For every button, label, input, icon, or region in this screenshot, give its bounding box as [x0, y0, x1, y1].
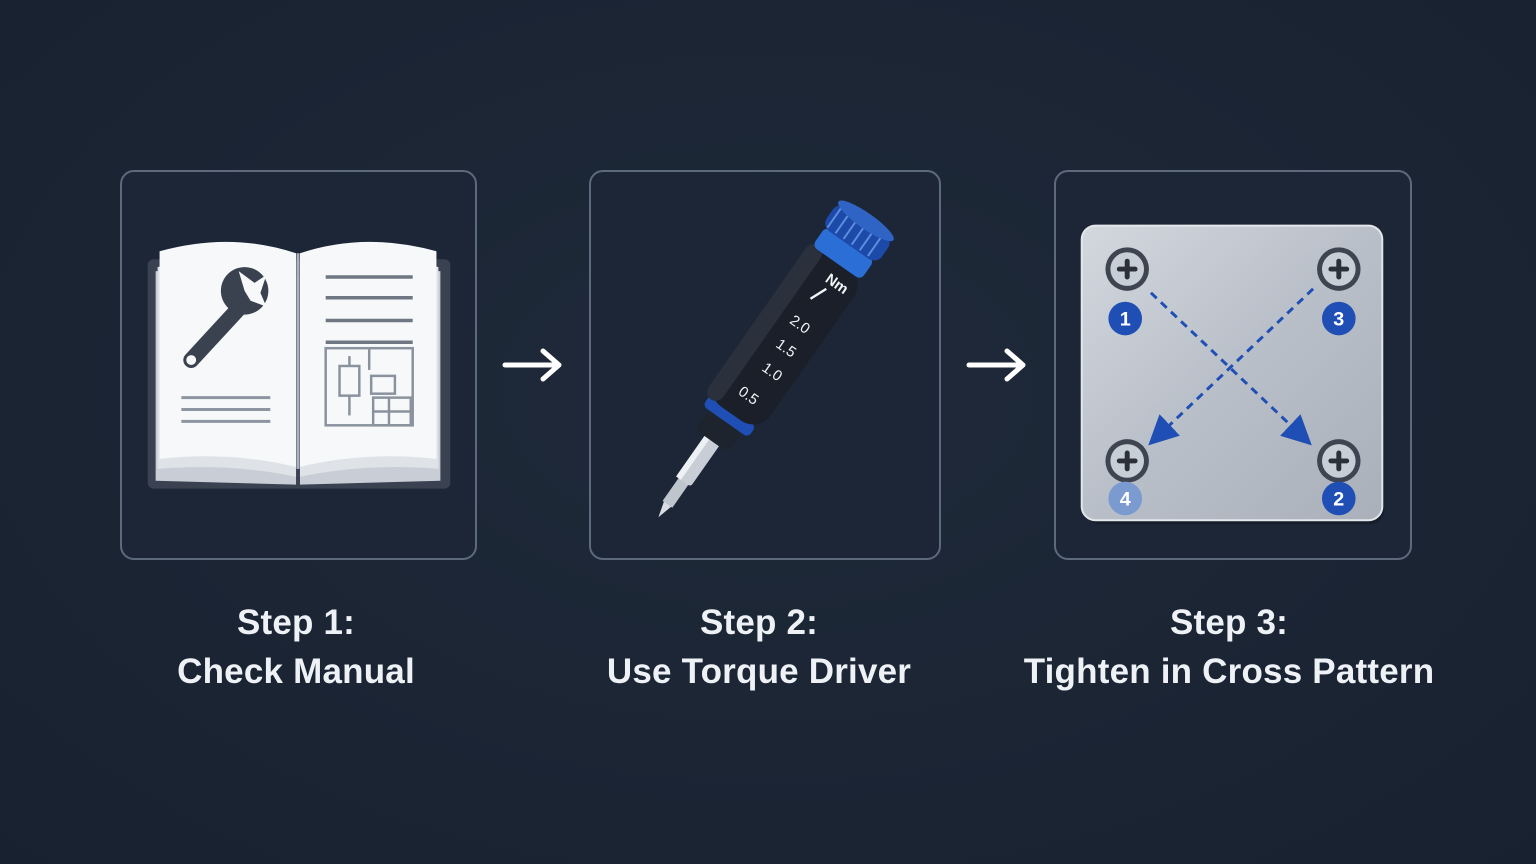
step-1-caption: Step 1: Check Manual — [96, 598, 496, 696]
screw-icon — [1317, 247, 1361, 291]
step-3-caption: Step 3: Tighten in Cross Pattern — [1005, 598, 1453, 696]
wrench-icon — [183, 267, 269, 368]
step-1-panel — [120, 170, 477, 560]
order-badge-3: 3 — [1321, 301, 1356, 336]
step-2-label: Step 2: — [699, 603, 819, 642]
svg-text:2: 2 — [1333, 488, 1344, 510]
step-3-title: Tighten in Cross Pattern — [1023, 652, 1435, 691]
right-arrow-icon — [502, 348, 562, 382]
step-2-title: Use Torque Driver — [606, 652, 912, 691]
step-3-label: Step 3: — [1169, 603, 1289, 642]
schematic-drawing — [324, 346, 414, 427]
torque-screwdriver-icon: Nm 2.0 1.5 1.0 0.5 — [658, 200, 894, 518]
manual-book-icon — [147, 241, 451, 489]
screw-icon — [1105, 247, 1149, 291]
order-badge-2: 2 — [1321, 481, 1356, 516]
step-1-label: Step 1: — [236, 603, 356, 642]
step-2-panel: Nm 2.0 1.5 1.0 0.5 — [589, 170, 941, 560]
right-arrow-icon — [966, 348, 1026, 382]
screw-icon — [1317, 439, 1361, 483]
svg-text:4: 4 — [1120, 488, 1131, 510]
step-3-panel: 1 3 4 2 — [1054, 170, 1412, 560]
order-badge-4: 4 — [1108, 481, 1143, 516]
svg-text:1: 1 — [1120, 308, 1131, 330]
step-2-caption: Step 2: Use Torque Driver — [559, 598, 959, 696]
screw-icon — [1105, 439, 1149, 483]
cross-pattern-plate-icon: 1 3 4 2 — [1080, 224, 1385, 525]
svg-text:3: 3 — [1333, 308, 1344, 330]
order-badge-1: 1 — [1108, 301, 1143, 336]
step-1-title: Check Manual — [177, 652, 415, 691]
cross-arrow-1-to-2 — [1149, 291, 1312, 446]
